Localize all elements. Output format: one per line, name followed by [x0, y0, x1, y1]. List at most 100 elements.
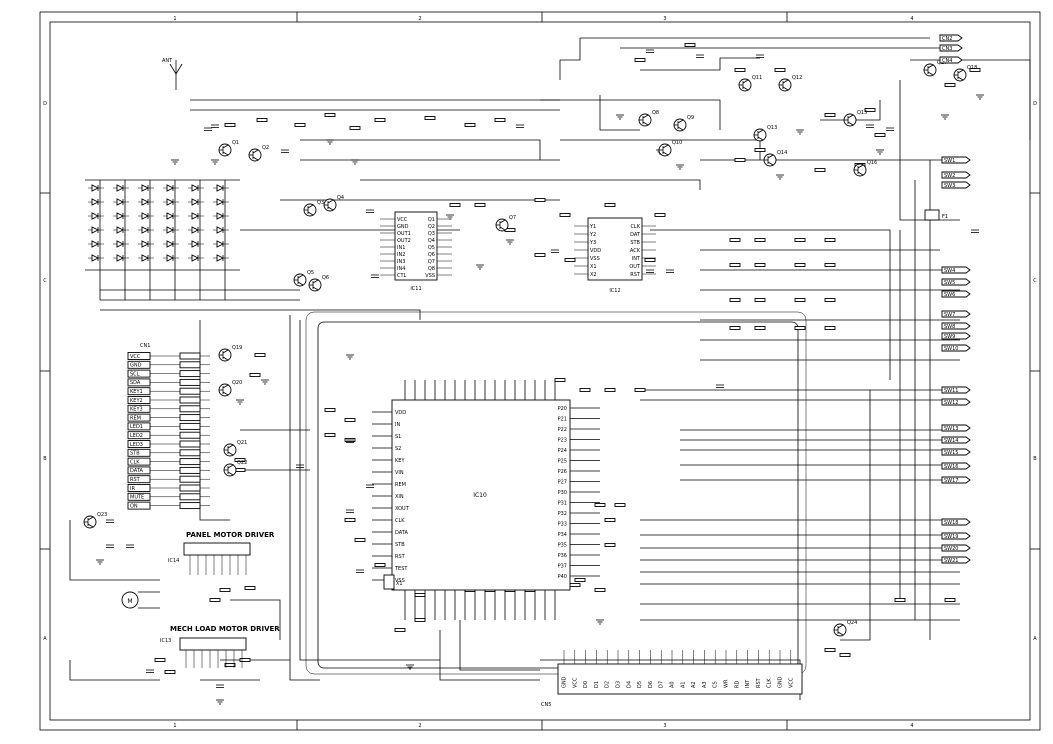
ic10-pin-right: P30: [558, 490, 567, 496]
ic12-pin-right: ACK: [630, 248, 641, 254]
frame-row-left-0: D: [43, 101, 47, 107]
right-top-connector: CN4: [942, 58, 952, 64]
left-header-pin: KEY2: [130, 398, 143, 404]
ic12-pin-left: VSS: [590, 256, 600, 262]
ic10-pin-left: REM: [395, 482, 406, 488]
ic10-pin-left: S1: [395, 434, 401, 440]
ic13-label: IC13: [160, 638, 171, 644]
ic10-pin-left: KEY: [395, 458, 405, 464]
transistor-label: Q12: [792, 75, 802, 81]
diode: [216, 226, 225, 234]
frame-column-bottom-3: 4: [910, 723, 913, 729]
resistor: [219, 588, 231, 592]
transistor: [495, 218, 509, 232]
resistor: [559, 213, 571, 217]
transistor-label: Q23: [97, 512, 107, 518]
ic10-pin-left: VDD: [395, 410, 406, 416]
resistor: [209, 598, 221, 602]
resistor: [534, 198, 546, 202]
ic10-pin-left: IN: [395, 422, 400, 428]
resistor: [154, 658, 166, 662]
ic12-pin-left: Y2: [589, 232, 596, 238]
resistor: [164, 670, 176, 674]
transistor-label: Q15: [857, 110, 867, 116]
resistor: [224, 123, 236, 127]
diode: [91, 226, 100, 234]
bottom-header-pin: D1: [594, 681, 600, 688]
diode: [141, 198, 150, 206]
right-side-connector: SW15: [944, 450, 958, 456]
frame-column-top-0: 1: [173, 16, 176, 22]
resistor: [754, 238, 766, 242]
diode: [91, 212, 100, 220]
resistor: [569, 583, 581, 587]
diode: [166, 254, 175, 262]
ic11-pin-right: Q4: [428, 238, 435, 244]
left-header-pin: GND: [130, 363, 142, 369]
resistor: [604, 518, 616, 522]
left-header-pin: RST: [130, 477, 141, 483]
ic11-label: IC11: [410, 286, 421, 292]
transistor: [218, 383, 232, 397]
right-side-connector: SW19: [944, 534, 958, 540]
ic10-pin-left: STB: [395, 542, 405, 548]
resistor: [774, 68, 786, 72]
resistor: [634, 58, 646, 62]
ic11-pin-left: OUT2: [397, 238, 411, 244]
resistor: [794, 326, 806, 330]
resistor: [824, 238, 836, 242]
transistor-label: Q21: [237, 440, 247, 446]
ic12-pin-right: CLK: [630, 224, 640, 230]
transistor: [218, 348, 232, 362]
transistor: [753, 128, 767, 142]
ic11-pin-right: Q5: [428, 245, 435, 251]
bottom-header-pin: D7: [659, 681, 665, 688]
resistor: [824, 263, 836, 267]
resistor: [839, 653, 851, 657]
transistor-label: Q11: [752, 75, 762, 81]
transistor: [223, 463, 237, 477]
ic11-pin-right: Q6: [428, 252, 435, 258]
left-header-pin: KEY1: [130, 389, 143, 395]
resistor: [614, 503, 626, 507]
ic11-pin-left: OUT1: [397, 231, 411, 237]
diode: [216, 212, 225, 220]
diode: [116, 212, 125, 220]
transistor-label: Q9: [687, 115, 694, 121]
resistor: [579, 388, 591, 392]
transistor: [738, 78, 752, 92]
antenna-label: ANT: [162, 58, 173, 64]
right-side-connector: SW4: [944, 268, 955, 274]
resistor: [824, 298, 836, 302]
bottom-header-pin: CS: [713, 681, 719, 688]
resistor: [604, 388, 616, 392]
resistor: [344, 418, 356, 422]
diode: [166, 212, 175, 220]
diode: [166, 226, 175, 234]
transistor-label: Q3: [317, 200, 324, 206]
transistor: [308, 278, 322, 292]
resistor: [374, 563, 386, 567]
ic11-pin-right: Q2: [428, 224, 435, 230]
transistor-label: Q1: [232, 140, 239, 146]
resistor: [814, 168, 826, 172]
ic10-pin-right: P21: [558, 417, 567, 423]
resistor: [494, 118, 506, 122]
resistor: [634, 388, 646, 392]
right-side-connector: SW17: [944, 478, 958, 484]
mech-load-motor-driver: MECH LOAD MOTOR DRIVER IC13: [160, 625, 280, 668]
right-side-connector: SW11: [944, 388, 958, 394]
resistor: [354, 538, 366, 542]
bottom-header-pin: D4: [626, 681, 632, 688]
frame-row-right-0: D: [1033, 101, 1037, 107]
right-side-connector: SW5: [944, 280, 955, 286]
ic10-pin-left: VIN: [395, 470, 404, 476]
right-connector-labels: CN2CN3CN4SW1SW2SW3SW4SW5SW6SW7SW8SW9SW10…: [939, 34, 971, 564]
transistor-label: Q18: [967, 65, 977, 71]
resistor: [324, 113, 336, 117]
ic10-pin-right: P34: [558, 532, 567, 538]
bottom-header-pin: A2: [691, 681, 697, 688]
resistor: [244, 586, 256, 590]
diode: [141, 184, 150, 192]
